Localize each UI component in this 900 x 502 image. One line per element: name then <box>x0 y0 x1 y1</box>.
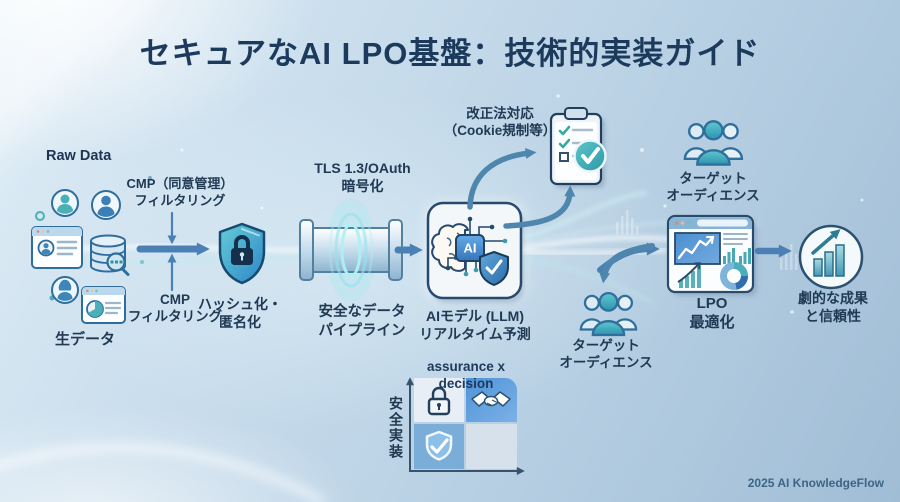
user-avatar-icon <box>91 190 121 220</box>
pipeline-label: 安全なデータ パイプライン <box>318 304 406 339</box>
audience-bottom-label: ターゲット オーディエンス <box>559 338 653 371</box>
quadrant-title: assurance x decision <box>426 359 506 392</box>
raw-data-cluster <box>31 189 130 324</box>
audience-top-label: ターゲット オーディエンス <box>666 171 760 204</box>
page-title: セキュアなAI LPO基盤：技術的実装ガイド <box>139 36 761 71</box>
people-group-icon <box>579 291 638 337</box>
shield-check-icon <box>425 430 453 461</box>
cmp-bottom-label: CMP フィルタリング <box>127 292 223 325</box>
user-avatar-icon <box>51 276 79 304</box>
lpo-label: LPO 最適化 <box>689 295 735 332</box>
browser-profile-icon <box>31 226 83 269</box>
decorative-dots <box>35 176 152 301</box>
people-group-icon <box>683 120 744 166</box>
law-compliance-label: 改正法対応 （Cookie規制等） <box>443 106 557 139</box>
quadrant-y-axis-label: 安全実装 <box>388 396 404 460</box>
quadrant-axes <box>406 377 525 475</box>
shield-lock-icon <box>218 222 266 285</box>
database-search-icon <box>90 234 130 276</box>
brain-chip-shield-icon: AI <box>424 200 526 303</box>
handshake-icon <box>471 391 511 407</box>
result-label: 劇的な成果 と信頼性 <box>798 290 868 324</box>
growth-chart-icon <box>798 224 864 290</box>
arrow-to-audience-bottom <box>599 243 655 284</box>
analytics-window-icon <box>666 214 757 296</box>
arrow-ai-to-clipboard-left <box>467 147 537 210</box>
flow-arrows <box>136 147 792 292</box>
lock-icon <box>427 386 451 416</box>
ai-chip-label: AI <box>464 241 477 256</box>
cmp-top-label: CMP（同意管理） フィルタリング <box>126 176 234 208</box>
footer-credit: 2025 AI KnowledgeFlow <box>747 476 884 490</box>
pipe-icon <box>299 198 403 302</box>
arrow-up-to-clipboard <box>503 185 576 229</box>
ai-model-label: AIモデル (LLM) リアルタイム予測 <box>419 308 531 342</box>
tls-label: TLS 1.3/OAuth 暗号化 <box>314 160 411 194</box>
browser-piechart-icon <box>81 286 126 324</box>
user-avatar-icon <box>51 189 79 217</box>
quadrant-chart <box>406 377 525 475</box>
hash-anonymize-label: ハッシュ化・ 匿名化 <box>198 296 282 330</box>
clipboard-check-icon <box>549 107 607 188</box>
raw-data-ja-label: 生データ <box>54 331 115 348</box>
raw-data-label: Raw Data <box>46 148 112 164</box>
